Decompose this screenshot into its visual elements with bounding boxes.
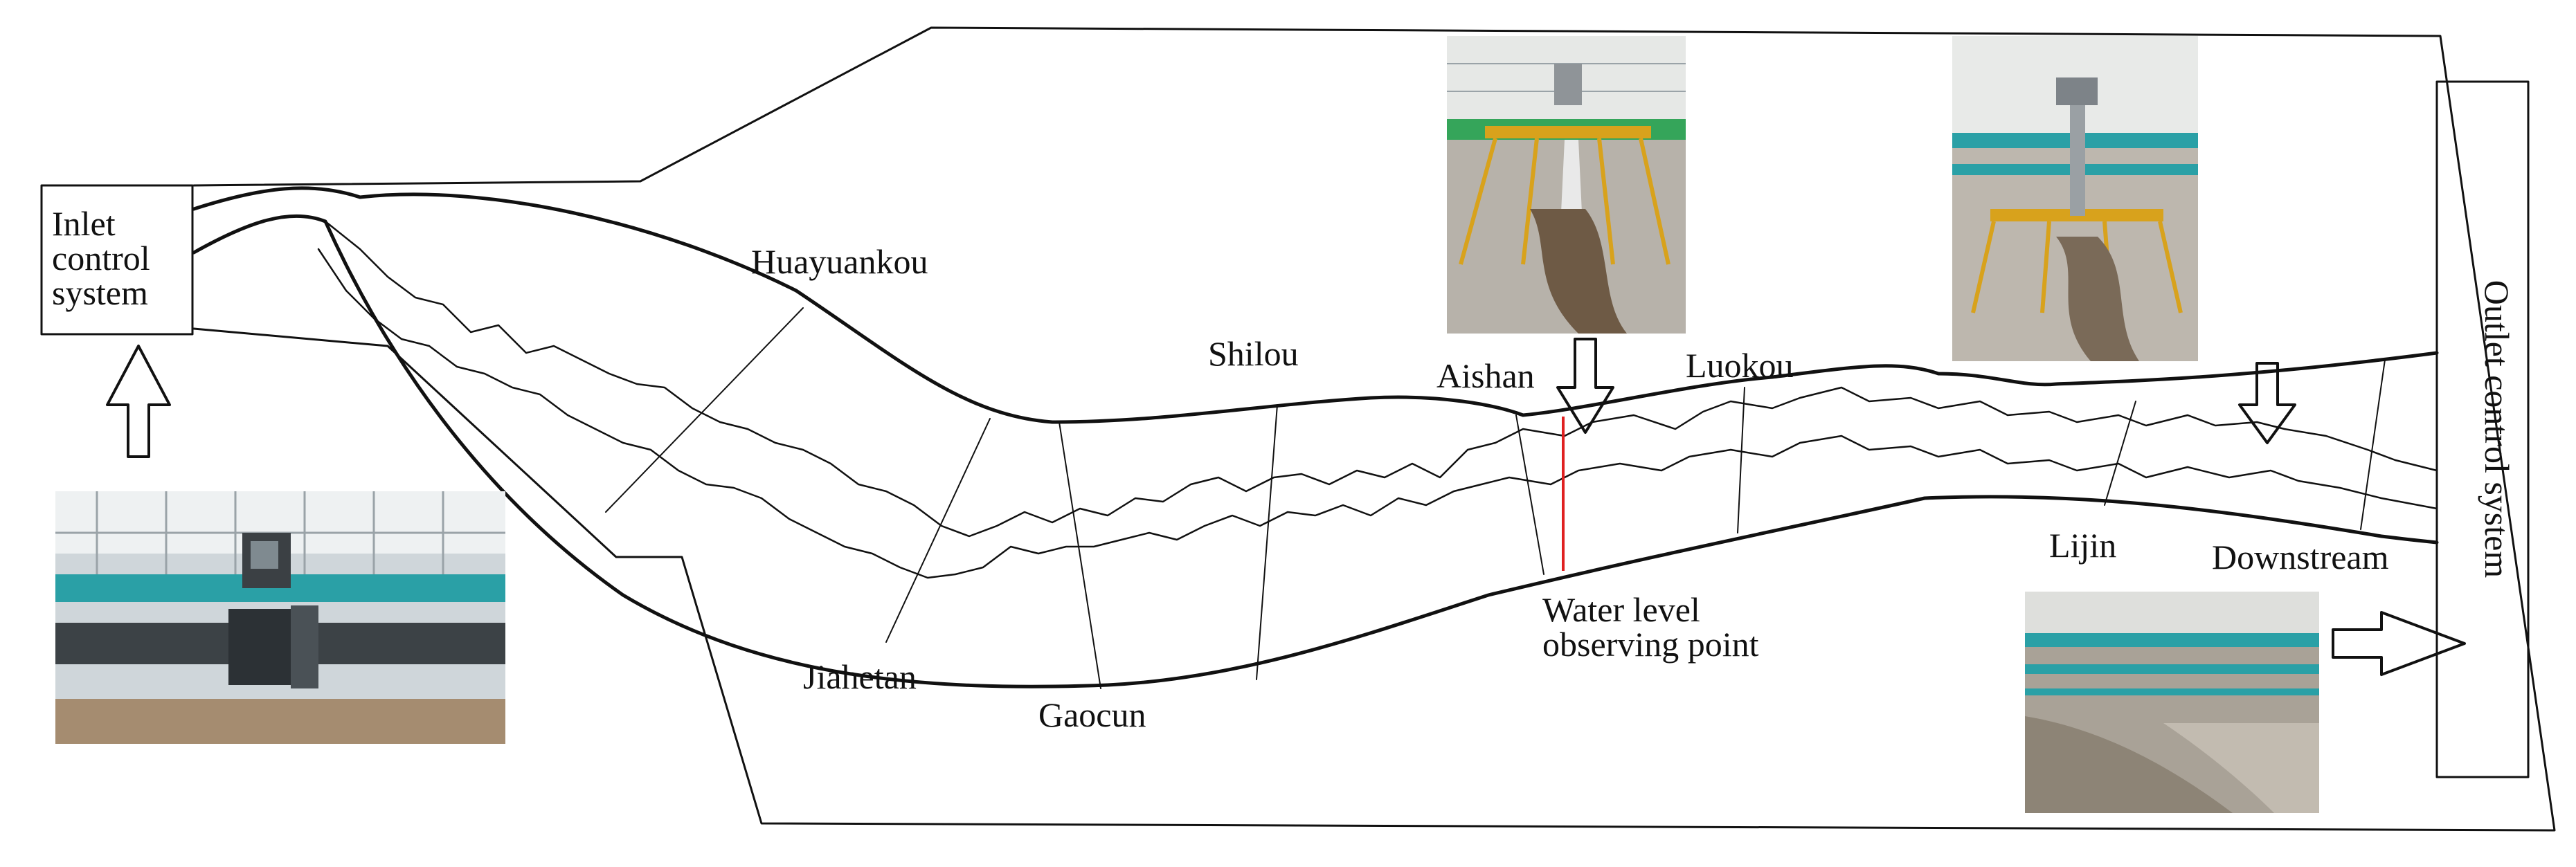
station-label-gaocun: Gaocun — [1038, 695, 1146, 734]
station-label-downstream: Downstream — [2212, 538, 2389, 576]
outlet-label: Outlet control system — [2478, 280, 2516, 578]
outlet-control-box — [2435, 80, 2530, 778]
station-label-lijin: Lijin — [2049, 526, 2116, 565]
water-level-label: Water level — [1542, 590, 1700, 629]
arrow-right-icon — [2332, 611, 2466, 676]
level-gauge-photo — [1447, 36, 1686, 334]
station-label-jiahetan: Jiahetan — [803, 657, 917, 696]
arrow-down-icon — [1556, 338, 1614, 434]
station-label-aishan: Aishan — [1436, 356, 1535, 395]
lower-bank — [192, 214, 2439, 688]
section-line — [1737, 387, 1745, 533]
inner-channel-upper — [324, 220, 2438, 538]
section-line — [1515, 414, 1544, 575]
station-label-shilou: Shilou — [1208, 334, 1299, 373]
inner-channel-lower — [317, 248, 2438, 579]
level-gauge-photo — [1952, 36, 2198, 361]
section-line — [605, 307, 804, 513]
station-label-luokou: Luokou — [1686, 346, 1794, 385]
section-line — [1059, 421, 1101, 689]
water-level-label: observing point — [1542, 625, 1759, 664]
upper-bank — [192, 186, 2439, 424]
flowmeter-photo — [55, 491, 505, 744]
arrow-up-icon — [106, 345, 171, 458]
section-line — [1256, 404, 1278, 680]
basin-outline — [192, 26, 2556, 832]
inlet-label: system — [52, 273, 148, 312]
section-line — [2360, 359, 2386, 530]
inlet-label: control — [52, 239, 150, 277]
arrow-down-icon — [2238, 362, 2296, 444]
outlet-channel-photo — [2025, 592, 2319, 813]
station-label-huayuankou: Huayuankou — [751, 242, 928, 281]
inlet-control-box — [40, 184, 194, 336]
inlet-label: Inlet — [52, 204, 116, 243]
section-line — [885, 418, 991, 643]
section-line — [2104, 401, 2136, 506]
